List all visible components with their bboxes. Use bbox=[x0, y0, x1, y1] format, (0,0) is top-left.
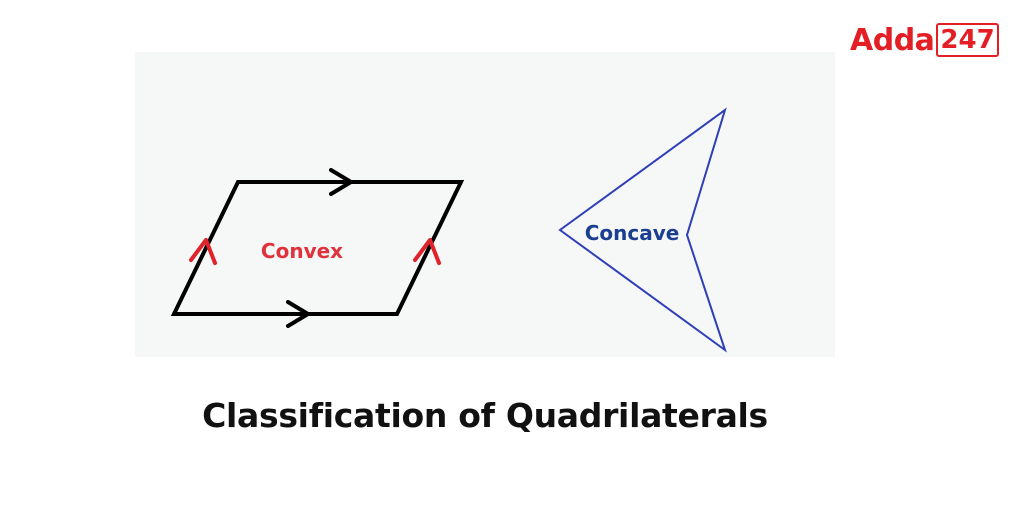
logo-word: Adda bbox=[850, 22, 935, 58]
top-edge-arrow bbox=[329, 168, 353, 196]
concave-outline bbox=[558, 107, 727, 353]
convex-quadrilateral: Convex bbox=[170, 168, 465, 328]
logo-number: 247 bbox=[936, 23, 999, 57]
convex-outline bbox=[170, 180, 465, 316]
bottom-edge-arrow bbox=[286, 300, 310, 328]
right-side-parallel-mark bbox=[413, 238, 441, 265]
left-side-parallel-mark bbox=[189, 238, 217, 265]
figure-panel: Convex Concave bbox=[135, 52, 835, 357]
page-title: Classification of Quadrilaterals bbox=[202, 396, 768, 435]
convex-label: Convex bbox=[261, 239, 343, 263]
adda247-logo[interactable]: Adda 247 bbox=[850, 20, 999, 60]
concave-quadrilateral: Concave bbox=[558, 107, 727, 353]
concave-label: Concave bbox=[585, 221, 680, 245]
quadrilateral-diagram: Convex Concave bbox=[170, 107, 727, 353]
